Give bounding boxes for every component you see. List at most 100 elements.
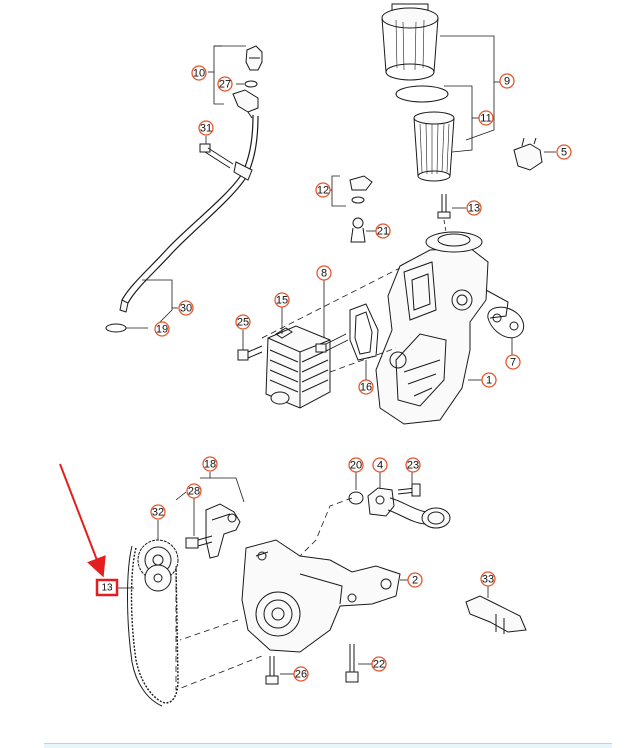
callout-27[interactable]: 27 (217, 76, 233, 92)
callout-label: 27 (219, 79, 231, 91)
callout-13[interactable]: 13 (466, 200, 482, 216)
callout-ring (154, 321, 170, 337)
callout-9[interactable]: 9 (499, 73, 515, 89)
chain-tensioner-part (205, 503, 241, 559)
callout-19[interactable]: 19 (154, 321, 170, 337)
oil-cooler-part (265, 325, 331, 409)
callout-ring (481, 372, 497, 388)
callout-ring (202, 456, 218, 472)
callout-label: 19 (156, 324, 168, 336)
callout-1[interactable]: 1 (481, 372, 497, 388)
highlighted-callout-label: 13 (101, 583, 113, 594)
callout-22[interactable]: 22 (371, 656, 387, 672)
callout-label: 12 (317, 185, 329, 197)
callout-32[interactable]: 32 (150, 504, 166, 520)
callout-label: 2 (412, 575, 418, 587)
callout-ring (274, 292, 290, 308)
callout-ring (191, 65, 207, 81)
callout-18[interactable]: 18 (202, 456, 218, 472)
footer-bar (44, 743, 612, 748)
callout-ring (348, 457, 364, 473)
callout-10[interactable]: 10 (191, 65, 207, 81)
callout-4[interactable]: 4 (372, 457, 388, 473)
oil-pump-part (241, 539, 401, 653)
callout-label: 20 (350, 460, 362, 472)
callout-7[interactable]: 7 (505, 354, 521, 370)
callout-label: 21 (377, 226, 389, 238)
callout-label: 9 (504, 76, 510, 88)
callout-16[interactable]: 16 (358, 379, 374, 395)
callout-ring (556, 144, 572, 160)
highlighted-callout-13[interactable]: 13 (95, 578, 119, 597)
bolt-part (199, 143, 234, 169)
bolt-part (265, 656, 279, 685)
callout-label: 8 (321, 268, 327, 280)
o-ring-part (244, 80, 258, 88)
callout-ring (405, 457, 421, 473)
sprocket-part (137, 539, 179, 592)
bolt-part (345, 644, 359, 683)
callout-ring (499, 73, 515, 89)
callout-ring (480, 571, 496, 587)
callout-ring (315, 182, 331, 198)
callout-15[interactable]: 15 (274, 292, 290, 308)
dipstick-tube-part (119, 114, 259, 313)
oil-filter-cap-part (381, 3, 439, 81)
callout-label: 22 (373, 659, 385, 671)
callout-ring (371, 656, 387, 672)
callout-ring (217, 76, 233, 92)
callout-ring (358, 379, 374, 395)
callout-ring (150, 504, 166, 520)
callout-ring (293, 666, 309, 682)
callout-31[interactable]: 31 (198, 120, 214, 136)
callout-ring (178, 300, 194, 316)
callout-label: 28 (188, 486, 200, 498)
callout-label: 15 (276, 295, 288, 307)
bolt-part (185, 535, 213, 549)
callout-label: 1 (486, 375, 492, 387)
callout-label: 31 (200, 123, 212, 135)
valve-part (350, 217, 366, 243)
gasket-part (349, 303, 379, 361)
callout-23[interactable]: 23 (405, 457, 421, 473)
callout-2[interactable]: 2 (407, 572, 423, 588)
callout-label: 16 (360, 382, 372, 394)
callout-label: 18 (204, 459, 216, 471)
flange-part (367, 487, 395, 517)
callout-label: 32 (152, 507, 164, 519)
callout-26[interactable]: 26 (293, 666, 309, 682)
callout-5[interactable]: 5 (556, 144, 572, 160)
callout-label: 25 (237, 317, 249, 329)
pointer-arrow (59, 463, 106, 578)
bolt-part (237, 345, 263, 361)
callout-ring (407, 572, 423, 588)
callout-28[interactable]: 28 (186, 483, 202, 499)
callout-11[interactable]: 11 (478, 110, 494, 126)
callout-label: 13 (468, 203, 480, 215)
callout-ring (198, 120, 214, 136)
callout-8[interactable]: 8 (316, 265, 332, 281)
callout-ring (316, 265, 332, 281)
o-ring-part (105, 323, 127, 333)
callout-label: 30 (180, 303, 192, 315)
callout-ring (235, 314, 251, 330)
callout-30[interactable]: 30 (178, 300, 194, 316)
callout-ring (505, 354, 521, 370)
o-ring-part (395, 85, 449, 103)
bolt-part (397, 483, 421, 497)
callout-21[interactable]: 21 (375, 223, 391, 239)
timing-chain-part (127, 545, 179, 707)
callout-12[interactable]: 12 (315, 182, 331, 198)
callout-ring (466, 200, 482, 216)
callout-33[interactable]: 33 (480, 571, 496, 587)
callout-ring (372, 457, 388, 473)
callout-25[interactable]: 25 (235, 314, 251, 330)
callout-20[interactable]: 20 (348, 457, 364, 473)
oil-filter-housing-part (375, 231, 509, 425)
oil-pressure-sensor-part (437, 194, 451, 219)
filler-cap-part (245, 45, 263, 71)
callout-ring (375, 223, 391, 239)
callout-label: 4 (377, 460, 383, 472)
plug-part (349, 175, 373, 204)
